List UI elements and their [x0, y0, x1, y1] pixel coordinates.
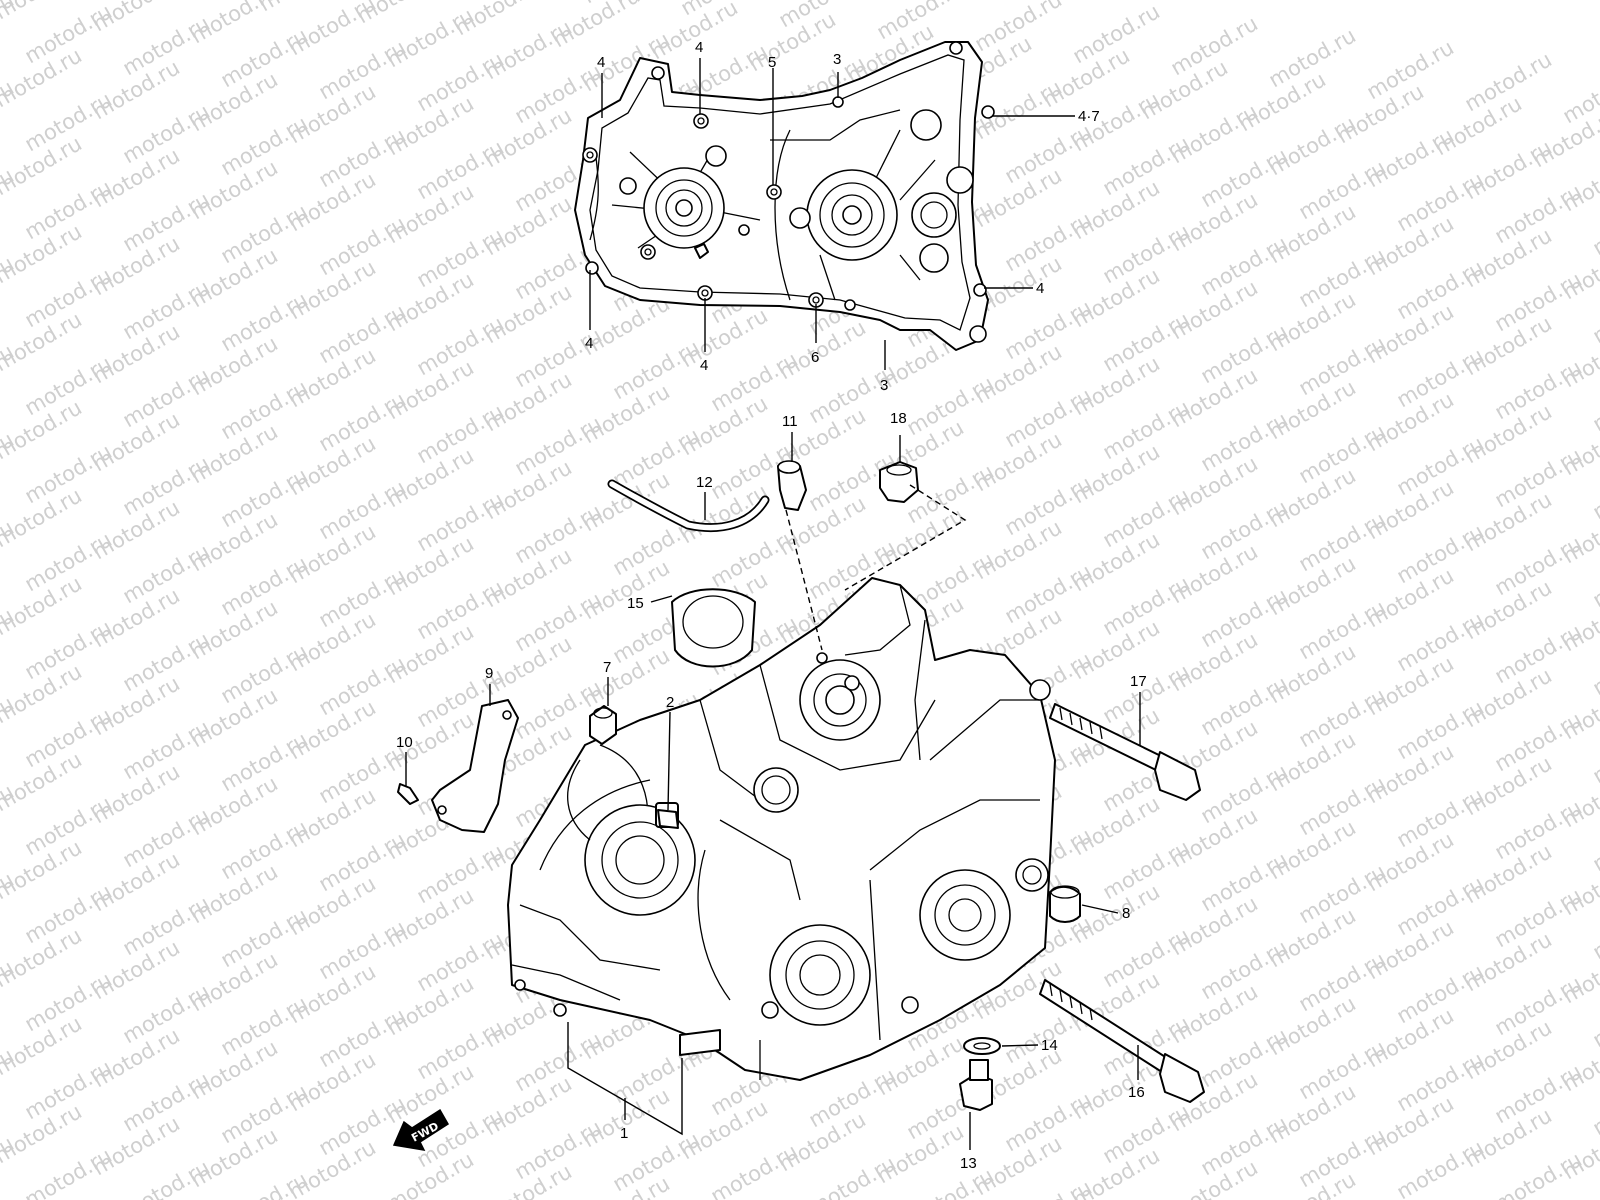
callout-5: 5 [768, 54, 776, 71]
callout-10: 10 [396, 734, 413, 751]
watermark-text: motod.ru [21, 1143, 116, 1200]
watermark-text: motod.ru [0, 0, 18, 56]
callout-7: 7 [603, 659, 611, 676]
callout-17: 17 [1130, 673, 1147, 690]
callout-15: 15 [627, 595, 644, 612]
part-13-drain-plug [959, 1059, 993, 1111]
callout-4-bottom-left: 4 [585, 335, 593, 352]
part-8-collar [1049, 885, 1081, 923]
callout-4-right: 4 [1036, 280, 1044, 297]
part-10-screw [397, 783, 419, 805]
callout-4-top-left: 4 [597, 54, 605, 71]
callout-8: 8 [1122, 905, 1130, 922]
callout-14: 14 [1041, 1037, 1058, 1054]
part-18-grommet [844, 461, 967, 591]
watermark-text: motod.ru [805, 1151, 900, 1200]
watermark-text: motod.ru [119, 1155, 214, 1200]
crankcase-gasket [574, 41, 995, 351]
callout-4-top: 4 [695, 39, 703, 56]
part-12-hose [607, 479, 770, 532]
part-9-plate [431, 699, 519, 833]
part-11-fitting [777, 460, 823, 651]
callout-2: 2 [666, 694, 674, 711]
part-14-washer [963, 1037, 1001, 1055]
callout-18: 18 [890, 410, 907, 427]
callout-3-top: 3 [833, 51, 841, 68]
callout-9: 9 [485, 665, 493, 682]
callout-labels: 4 4 5 3 4·7 4 4 4 6 3 11 18 12 15 7 9 2 … [396, 39, 1147, 1172]
leader-lines [405, 58, 1141, 1150]
callout-1: 1 [620, 1125, 628, 1142]
callout-6: 6 [811, 349, 819, 366]
callout-16: 16 [1128, 1084, 1145, 1101]
part-15-bearing [671, 588, 756, 668]
part-2-dowel [657, 809, 679, 829]
part-17-bolt [1049, 703, 1201, 801]
crankcase-halves [507, 577, 1056, 1081]
callout-4-7: 4·7 [1078, 108, 1100, 125]
callout-12: 12 [696, 474, 713, 491]
callout-3-bottom: 3 [880, 377, 888, 394]
part-7-dowel [589, 705, 617, 745]
callout-13: 13 [960, 1155, 977, 1172]
watermark-text: motod.ru [1491, 1147, 1586, 1200]
callout-11: 11 [782, 413, 798, 430]
callout-4-bottom: 4 [700, 357, 708, 374]
